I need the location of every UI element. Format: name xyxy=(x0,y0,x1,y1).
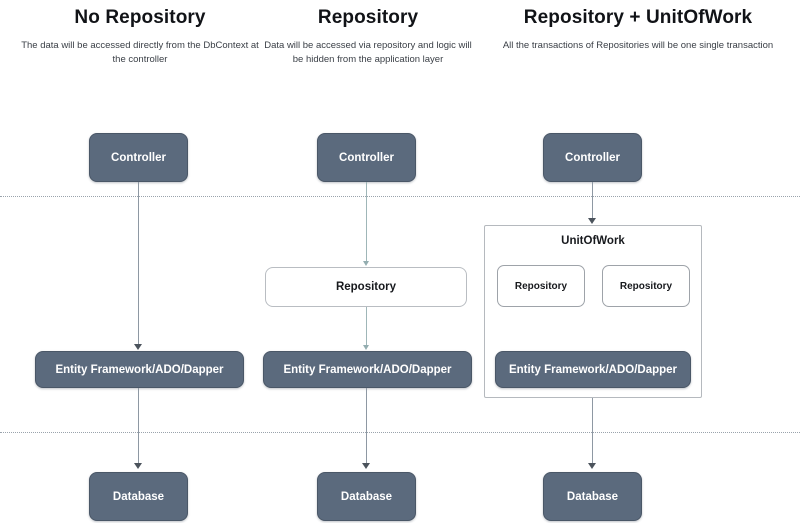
connector-data-access-to-database-col3 xyxy=(592,398,593,464)
column-header-no-repository: No Repository The data will be accessed … xyxy=(20,6,260,68)
connector-controller-to-repository-col2 xyxy=(366,182,367,262)
arrowhead-database-col1 xyxy=(133,463,142,469)
connector-data-access-to-database-col2 xyxy=(366,388,367,464)
column-title: Repository + UnitOfWork xyxy=(523,7,753,28)
column-header-repository-unitofwork: Repository + UnitOfWork All the transact… xyxy=(490,6,786,53)
arrowhead-database-col3 xyxy=(587,463,596,469)
node-repository-col2[interactable]: Repository xyxy=(265,267,467,307)
column-title: Repository xyxy=(317,7,419,28)
node-database-col1[interactable]: Database xyxy=(89,472,188,521)
node-data-access-col3[interactable]: Entity Framework/ADO/Dapper xyxy=(495,351,691,388)
node-data-access-col1[interactable]: Entity Framework/ADO/Dapper xyxy=(35,351,244,388)
connector-controller-to-data-access-col1 xyxy=(138,182,139,345)
node-data-access-col2[interactable]: Entity Framework/ADO/Dapper xyxy=(263,351,472,388)
node-database-col2[interactable]: Database xyxy=(317,472,416,521)
arrowhead-data-access-col2 xyxy=(362,345,369,350)
node-controller-col2[interactable]: Controller xyxy=(317,133,416,182)
node-controller-col3[interactable]: Controller xyxy=(543,133,642,182)
arrowhead-unitofwork-col3 xyxy=(587,218,596,224)
arrowhead-data-access-col1 xyxy=(133,344,142,350)
column-subtitle: The data will be accessed directly from … xyxy=(21,39,259,66)
arrowhead-database-col2 xyxy=(361,463,370,469)
column-subtitle: Data will be accessed via repository and… xyxy=(264,39,472,66)
node-controller-col1[interactable]: Controller xyxy=(89,133,188,182)
connector-data-access-to-database-col1 xyxy=(138,388,139,464)
connector-repository-to-data-access-col2 xyxy=(366,307,367,345)
arrowhead-repository-col2 xyxy=(362,261,369,266)
node-database-col3[interactable]: Database xyxy=(543,472,642,521)
node-repository-right-col3[interactable]: Repository xyxy=(602,265,690,307)
column-header-repository: Repository Data will be accessed via rep… xyxy=(262,6,474,68)
connector-controller-to-unitofwork-col3 xyxy=(592,182,593,219)
label-unitofwork: UnitOfWork xyxy=(561,235,625,247)
layer-divider-top xyxy=(0,196,800,197)
column-subtitle: All the transactions of Repositories wil… xyxy=(502,39,774,51)
layer-divider-bottom xyxy=(0,432,800,433)
node-repository-left-col3[interactable]: Repository xyxy=(497,265,585,307)
column-title: No Repository xyxy=(74,7,206,28)
